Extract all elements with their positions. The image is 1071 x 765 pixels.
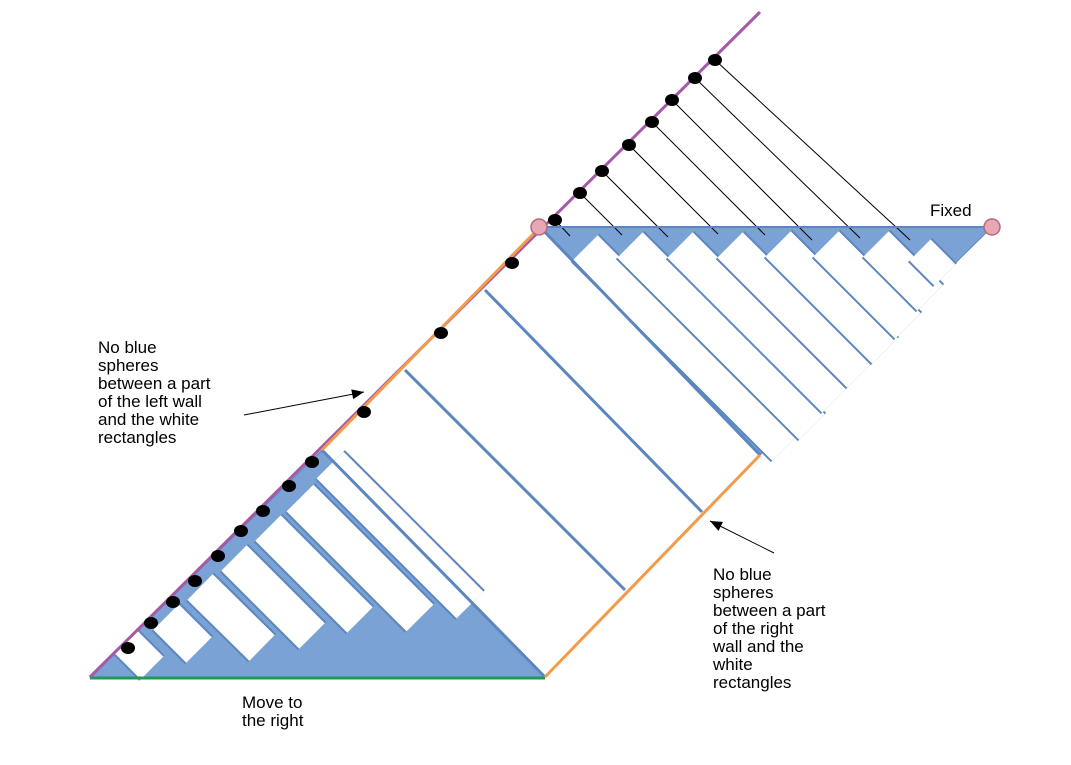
black-sphere-16 [622, 139, 636, 151]
thread-line-5 [651, 121, 766, 236]
left-note-arrow-shaft [243, 391, 365, 416]
central-rod-4 [538, 225, 762, 457]
thread-line-4 [628, 144, 719, 235]
lower-rectangle-4 [221, 545, 325, 649]
black-sphere-9 [305, 456, 319, 468]
central-rod-3 [483, 288, 704, 514]
black-sphere-19 [688, 72, 702, 84]
lower-rectangle-6 [286, 484, 434, 632]
black-sphere-5 [211, 550, 225, 562]
black-sphere-4 [188, 575, 202, 587]
black-sphere-6 [234, 525, 248, 537]
upper-rectangle-8 [909, 239, 956, 286]
arrows-layer [243, 389, 775, 554]
black-sphere-17 [645, 116, 659, 128]
upper-rectangle-1 [572, 235, 798, 461]
lower-rectangle-2 [153, 604, 212, 663]
thread-lines-layer [554, 59, 911, 241]
central-rod-1 [320, 448, 547, 679]
lower-rectangle-7 [316, 451, 484, 619]
black-sphere-3 [166, 596, 180, 608]
lower-rectangle-3 [187, 574, 275, 661]
central-rod-2 [403, 368, 627, 592]
thread-line-6 [671, 99, 813, 241]
fixed-label: Fixed [930, 201, 972, 220]
upper-rectangle-6 [813, 231, 921, 339]
right-fixed-pin [983, 218, 1001, 236]
upper-rectangle-3 [667, 232, 848, 413]
right-note-arrow-head [710, 521, 723, 531]
lower-rectangle-5 [255, 515, 373, 633]
black-sphere-2 [144, 617, 158, 629]
left-wall-note: No blue spheres between a part of the le… [98, 338, 211, 447]
black-sphere-20 [708, 54, 722, 66]
left-note-arrow-head [351, 389, 364, 400]
right-wall-note: No blue spheres between a part of the ri… [713, 565, 826, 692]
black-sphere-18 [665, 94, 679, 106]
upper-rectangle-5 [765, 231, 898, 364]
right-wall-orange-segment [543, 453, 762, 679]
upper-rectangle-2 [617, 232, 825, 440]
move-right-note: Move to the right [242, 693, 304, 730]
spheres-layer [121, 54, 722, 654]
thread-line-8 [714, 59, 911, 241]
black-sphere-8 [282, 480, 296, 492]
black-sphere-10 [357, 406, 371, 418]
black-sphere-1 [121, 642, 135, 654]
black-sphere-13 [548, 214, 562, 226]
black-sphere-11 [434, 327, 448, 339]
black-sphere-14 [573, 187, 587, 199]
left-fixed-pin [530, 218, 548, 236]
black-sphere-12 [505, 257, 519, 269]
upper-rectangle-4 [717, 232, 873, 388]
upper-rectangle-7 [863, 231, 943, 311]
thread-line-7 [694, 77, 861, 239]
black-sphere-15 [595, 165, 609, 177]
black-sphere-7 [256, 505, 270, 517]
